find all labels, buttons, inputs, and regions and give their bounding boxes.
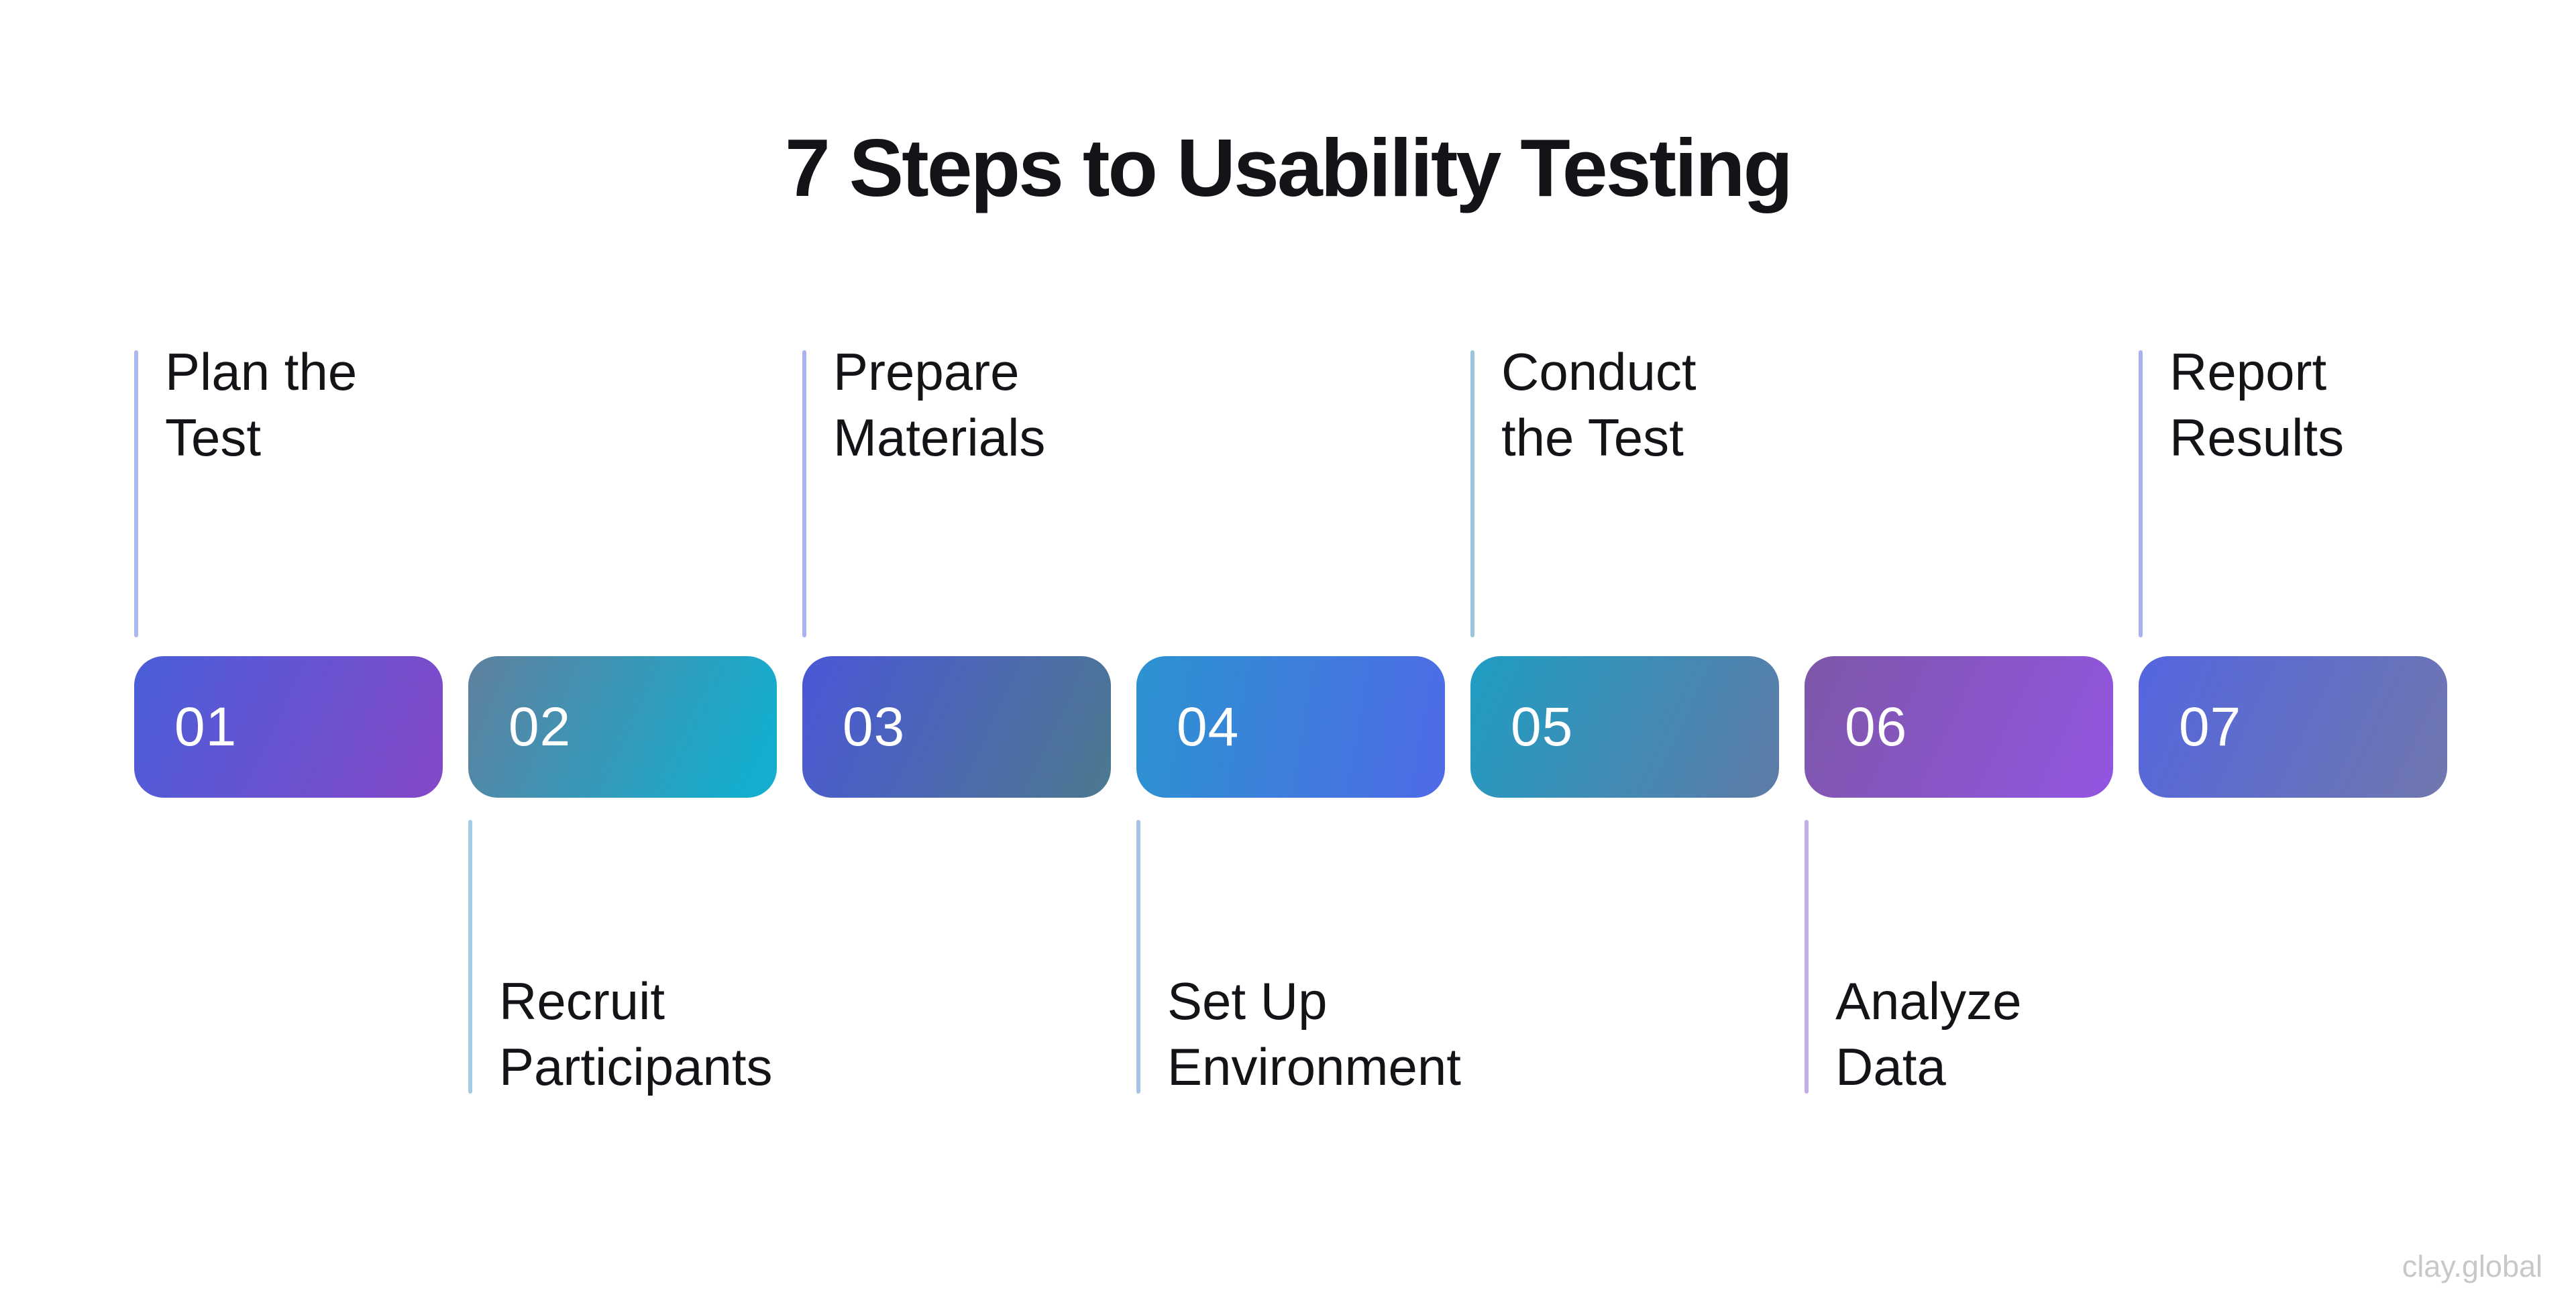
step-02-label: Recruit Participants: [499, 971, 773, 1096]
step-03-box: 03: [802, 656, 1111, 798]
step-04-label: Set Up Environment: [1167, 971, 1461, 1096]
step-03-connector-line: [802, 350, 806, 637]
step-01-connector-line: [134, 350, 138, 637]
step-05-label: Conduct the Test: [1501, 342, 1697, 467]
step-02-box: 02: [468, 656, 777, 798]
step-01-box: 01: [134, 656, 443, 798]
step-07-label: Report Results: [2169, 342, 2345, 467]
page-title: 7 Steps to Usability Testing: [784, 122, 1793, 213]
step-04-box: 04: [1136, 656, 1445, 798]
step-01-label: Plan the Test: [165, 342, 358, 467]
step-04-number: 04: [1177, 696, 1240, 757]
step-01-number: 01: [174, 696, 237, 757]
step-03-label: Prepare Materials: [833, 342, 1046, 467]
step-05-box: 05: [1470, 656, 1779, 798]
step-06-box: 06: [1805, 656, 2113, 798]
step-03-number: 03: [843, 696, 906, 757]
step-05-number: 05: [1511, 696, 1574, 757]
step-05-connector-line: [1470, 350, 1474, 637]
step-07-connector-line: [2139, 350, 2143, 637]
step-04-connector-line: [1136, 820, 1140, 1094]
step-07-number: 07: [2179, 696, 2242, 757]
watermark: clay.global: [2402, 1249, 2542, 1283]
step-02-connector-line: [468, 820, 472, 1094]
step-07-box: 07: [2139, 656, 2447, 798]
step-06-number: 06: [1845, 696, 1908, 757]
step-06-label: Analyze Data: [1835, 971, 2022, 1096]
step-02-number: 02: [508, 696, 572, 757]
step-06-connector-line: [1805, 820, 1809, 1094]
